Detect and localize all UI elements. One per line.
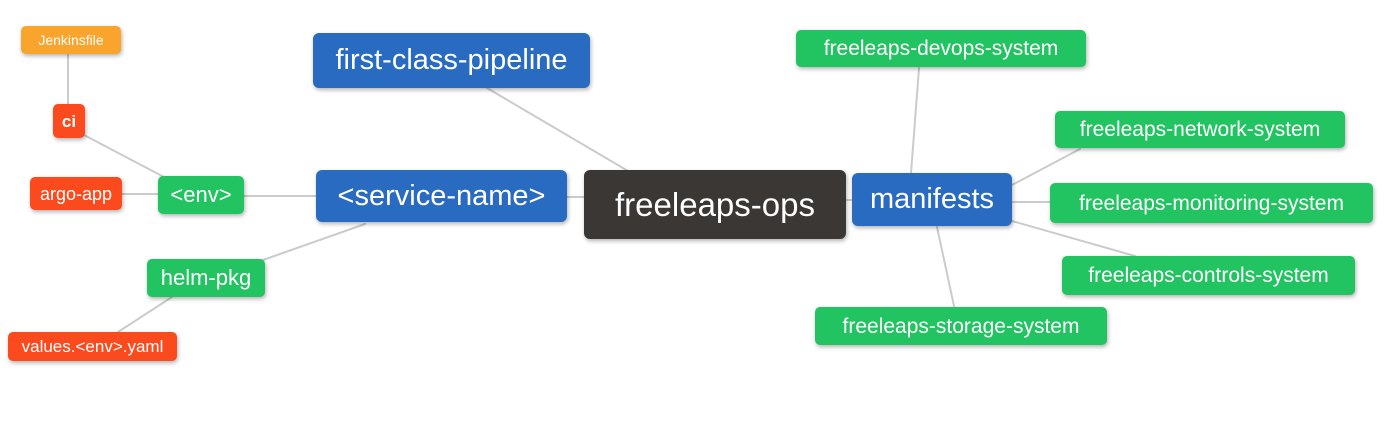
node-service-name[interactable]: <service-name> [316, 170, 567, 222]
edge-pipeline-to-ops [486, 87, 629, 172]
edge-values-to-helm-pkg [117, 296, 173, 333]
node-freeleaps-devops-system[interactable]: freeleaps-devops-system [796, 30, 1086, 67]
edge-manifests-to-controls [1011, 220, 1136, 257]
node-freeleaps-network-system[interactable]: freeleaps-network-system [1055, 111, 1345, 148]
edge-ci-to-env [83, 134, 165, 178]
edge-manifests-to-network [1011, 148, 1081, 186]
node-manifests[interactable]: manifests [852, 173, 1012, 226]
edge-helm-pkg-to-service-name [262, 223, 366, 261]
node-env[interactable]: <env> [158, 176, 244, 214]
node-jenkinsfile[interactable]: Jenkinsfile [21, 26, 121, 54]
node-helm-pkg[interactable]: helm-pkg [147, 259, 265, 297]
node-freeleaps-ops[interactable]: freeleaps-ops [584, 170, 846, 239]
node-argo-app[interactable]: argo-app [30, 177, 122, 210]
edge-manifests-to-storage [936, 226, 955, 307]
node-first-class-pipeline[interactable]: first-class-pipeline [313, 33, 590, 88]
node-values-env-yaml[interactable]: values.<env>.yaml [8, 332, 177, 361]
edge-manifests-to-devops [910, 67, 920, 174]
node-freeleaps-storage-system[interactable]: freeleaps-storage-system [815, 307, 1107, 345]
node-ci[interactable]: ci [53, 104, 85, 138]
node-freeleaps-monitoring-system[interactable]: freeleaps-monitoring-system [1050, 183, 1373, 223]
node-freeleaps-controls-system[interactable]: freeleaps-controls-system [1062, 256, 1355, 295]
